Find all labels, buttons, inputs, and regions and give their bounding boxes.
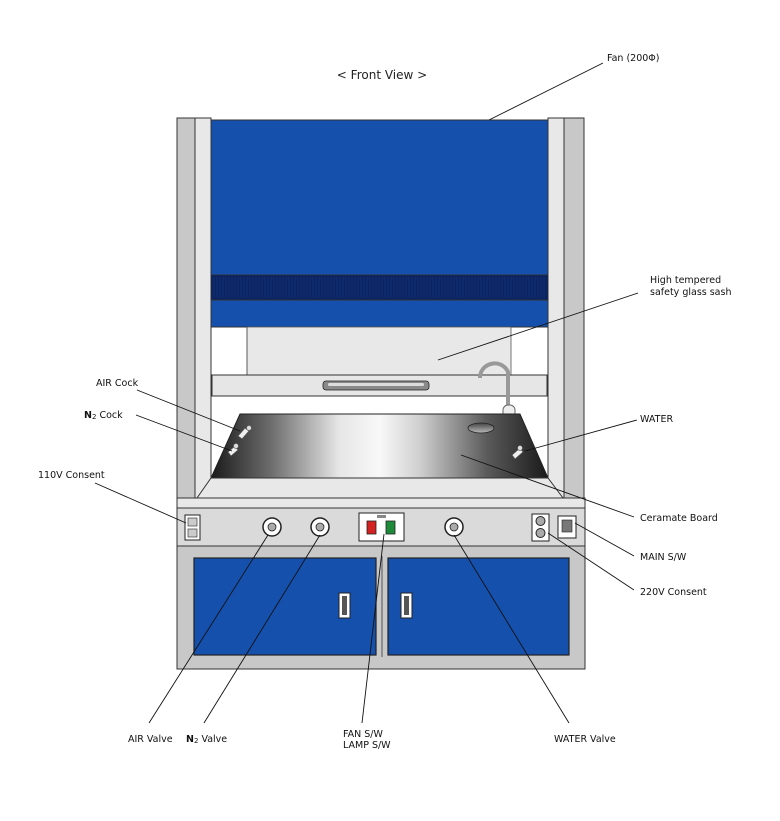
baffle-back-panel — [246, 326, 512, 376]
outlet-110v — [184, 514, 201, 541]
hood-body — [176, 117, 586, 670]
sash-leader — [437, 292, 639, 361]
outlet-220v — [531, 513, 550, 542]
fan-lamp-switch-box — [358, 512, 405, 542]
left-inner-post — [194, 117, 212, 511]
ceramate-leader — [460, 454, 635, 518]
left-side-post — [176, 117, 196, 511]
upper-blue-panel — [210, 119, 549, 276]
fan-switch — [366, 520, 377, 535]
n2-valve-leader — [203, 534, 321, 724]
main-sw-leader — [574, 522, 635, 557]
label-main-sw: MAIN S/W — [640, 552, 687, 563]
label-fan-sw: FAN S/W — [343, 729, 383, 740]
fan-leader — [488, 62, 604, 121]
label-water: WATER — [640, 414, 673, 425]
lamp-switch — [385, 520, 396, 535]
label-220v-consent: 220V Consent — [640, 587, 707, 598]
water-cock-fixture — [511, 445, 524, 460]
water-leader — [524, 419, 638, 452]
label-sash-line1: High tempered — [650, 275, 721, 286]
n2-cock-leader — [135, 414, 233, 452]
lamp-slot-highlight — [328, 383, 424, 386]
view-title: < Front View > — [337, 68, 427, 82]
air-cock-fixture — [237, 425, 252, 440]
left-door-handle — [338, 592, 351, 619]
label-n2-cock: N2 Cock — [84, 410, 123, 421]
air-cock-leader — [136, 389, 241, 432]
label-ceramate-board: Ceramate Board — [640, 513, 718, 524]
air-valve-knob — [262, 517, 282, 537]
right-inner-post — [547, 117, 565, 511]
cup-sink — [467, 422, 495, 434]
right-cabinet-door — [387, 557, 570, 656]
water-faucet — [478, 361, 510, 408]
consent-110-leader — [94, 482, 187, 524]
callout-labels: Fan (200Φ) High tempered safety glass sa… — [38, 53, 731, 751]
consent-220-leader — [547, 532, 635, 591]
air-valve-leader — [148, 534, 269, 724]
worktop-front-lip — [196, 477, 564, 499]
label-n2-valve: N2 Valve — [186, 734, 227, 745]
water-valve-knob — [444, 517, 464, 537]
leader-lines — [94, 62, 639, 724]
fan-lamp-leader — [361, 533, 385, 724]
label-lamp-sw: LAMP S/W — [343, 740, 391, 751]
glass-sash-frame — [210, 299, 549, 328]
label-sash-line2: safety glass sash — [650, 287, 731, 298]
main-switch — [557, 515, 577, 539]
label-air-cock: AIR Cock — [96, 378, 139, 389]
n2-cock-fixture — [227, 443, 239, 457]
water-valve-leader — [453, 534, 570, 724]
label-water-valve: WATER Valve — [554, 734, 616, 745]
label-fan: Fan (200Φ) — [607, 53, 659, 64]
band-stripes — [213, 277, 545, 298]
label-110v-consent: 110V Consent — [38, 470, 105, 481]
exhaust-band — [210, 274, 549, 301]
n2-valve-knob — [310, 517, 330, 537]
right-door-handle — [400, 592, 413, 619]
service-panel-top — [176, 497, 586, 509]
label-air-valve: AIR Valve — [128, 734, 173, 745]
